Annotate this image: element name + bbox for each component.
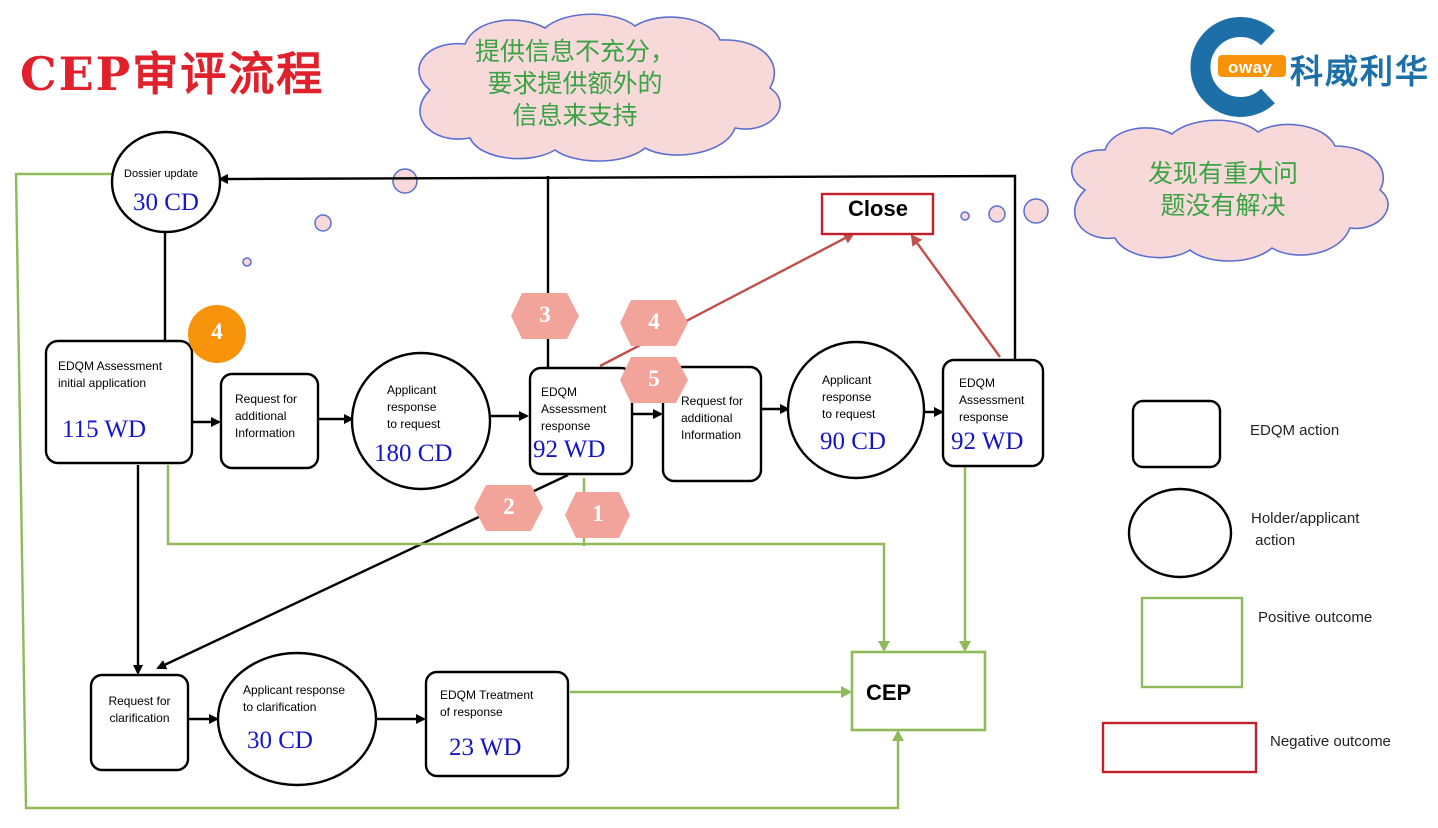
edqm-treatment-label: EDQM Treatment of response [440,687,533,721]
label-line: Applicant [387,383,437,397]
legend-holder-action: Holder/applicant action [1251,508,1359,552]
positive-outcome-lines [14,172,971,810]
legend-holder-shape [1127,487,1233,579]
legend-negative-outcome: Negative outcome [1270,733,1391,750]
dossier-update-time: 30 CD [133,189,199,216]
label-line: additional [235,409,287,423]
label-line: Information [681,428,742,442]
label-line: Request for [108,694,171,708]
badge-pink-4: 4 [648,309,660,334]
badge-pink-2: 2 [503,494,515,519]
page-title: CEP审评流程 [20,47,325,101]
label-line: of response [440,705,503,719]
label-line: response [959,410,1009,424]
cloud-line: 提供信息不充分， [474,37,675,66]
applicant-response-1-time: 180 CD [374,440,453,467]
legend-line: action [1251,532,1296,549]
legend-positive-outcome: Positive outcome [1258,609,1373,626]
holder-action-shapes [110,130,926,787]
legend-edqm-action: EDQM action [1250,422,1340,439]
cloud-line: 题没有解决 [1160,191,1286,220]
request-info-1-label: Request for additional Information [235,391,297,442]
badge-shapes-pink [474,293,688,538]
label-line: response [387,400,437,414]
badge-pink-5: 5 [648,366,660,391]
label-line: EDQM [541,385,577,399]
legend-line: Holder/applicant [1251,510,1360,527]
cloud-line: 发现有重大问 [1147,159,1298,188]
cloud-major-issue-text: 发现有重大问 题没有解决 [1098,158,1348,222]
label-line: to clarification [243,700,317,714]
cloud-line: 信息来支持 [512,101,638,130]
applicant-clarification-time: 30 CD [247,727,313,754]
edqm-response-1-time: 92 WD [533,436,606,463]
badge-orange-4: 4 [211,319,223,344]
label-line: Applicant [822,373,872,387]
logo-brand: oway [1228,58,1273,77]
request-clarification-label: Request for clarification [93,693,186,727]
edqm-initial-time: 115 WD [62,416,147,443]
applicant-clarification-label: Applicant response to clarification [243,682,345,716]
cep-box [850,650,987,732]
applicant-response-2-time: 90 CD [820,428,886,455]
edqm-response-2-time: 92 WD [951,428,1024,455]
dossier-update-label: Dossier update [124,168,198,180]
label-line: to request [822,407,876,421]
label-line: response [822,390,872,404]
label-line: response [541,419,591,433]
edqm-response-2-label: EDQM Assessment response [959,375,1024,426]
legend-positive-shape [1140,596,1244,689]
close-label: Close [848,196,908,221]
edqm-response-1-label: EDQM Assessment response [541,384,606,435]
label-line: clarification [109,711,170,725]
edqm-flow-lines [133,173,1017,724]
cloud-insufficient-info [418,13,781,162]
label-line: EDQM Assessment [58,359,163,373]
applicant-response-1-label: Applicant response to request [387,382,440,433]
label-line: additional [681,411,733,425]
thought-bubbles [242,168,1049,267]
close-box [820,192,935,236]
label-line: initial application [58,376,147,390]
legend-negative-shape [1101,721,1258,774]
badge-pink-1: 1 [592,501,604,526]
label-line: to request [387,417,441,431]
label-line: EDQM [959,376,995,390]
cloud-line: 要求提供额外的 [487,69,663,98]
badge-pink-3: 3 [539,302,551,327]
label-line: Assessment [541,402,607,416]
logo-mark [1190,17,1286,117]
edqm-initial-label: EDQM Assessment initial application [58,358,162,392]
edqm-action-shapes [44,339,1045,778]
logo-name: 科威利华 [1290,52,1430,91]
badge-orange-4-shape [188,305,246,363]
label-line: Information [235,426,296,440]
label-line: Assessment [959,393,1025,407]
applicant-response-2-label: Applicant response to request [822,372,875,423]
edqm-treatment-time: 23 WD [449,734,522,761]
label-line: Applicant response [243,683,346,697]
legend-edqm-shape [1131,399,1222,469]
label-line: Request for [681,394,744,408]
label-line: Request for [235,392,298,406]
request-info-2-label: Request for additional Information [681,393,743,444]
cep-label: CEP [866,680,912,705]
cloud-major-issue [1070,119,1389,262]
label-line: EDQM Treatment [440,688,534,702]
cloud-insufficient-info-text: 提供信息不充分， 要求提供额外的 信息来支持 [440,36,710,132]
